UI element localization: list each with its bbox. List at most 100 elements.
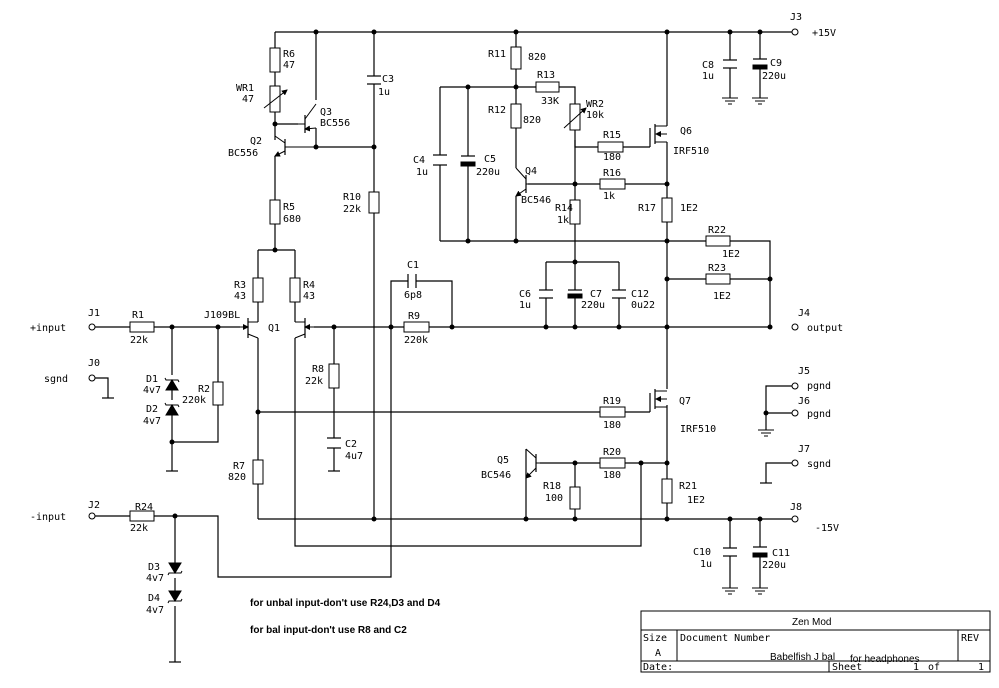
title-sheet-label: Sheet [832, 662, 862, 673]
val-r17: 1E2 [680, 203, 698, 214]
label-j6: J6 [798, 396, 810, 407]
label-sgnd0: sgnd [44, 374, 68, 385]
label-j2: J2 [88, 500, 100, 511]
val-wr1: 47 [242, 94, 254, 105]
ref-c2: C2 [345, 439, 357, 450]
val-r7: 820 [228, 472, 246, 483]
resistor-r24 [129, 510, 155, 522]
capacitor-c8 [723, 59, 737, 69]
title-size-value: A [655, 648, 661, 659]
capacitor-c10 [723, 547, 737, 557]
zener-d3 [167, 562, 183, 576]
val-c9: 220u [762, 71, 786, 82]
resistor-r10 [368, 191, 380, 214]
val-c6: 1u [519, 300, 531, 311]
transistor-q4 [515, 167, 528, 197]
ref-r9: R9 [408, 311, 420, 322]
transistor-q2 [274, 135, 316, 157]
val-c5: 220u [476, 167, 500, 178]
grounds [102, 97, 774, 663]
title-size-label: Size [643, 633, 667, 644]
note-unbal: for unbal input-don't use R24,D3 and D4 [250, 598, 441, 609]
label-j7: J7 [798, 444, 810, 455]
label-j3: J3 [790, 12, 802, 23]
transistor-q5 [525, 448, 540, 479]
label-j5: J5 [798, 366, 810, 377]
transistors [240, 103, 667, 479]
ref-r19: R19 [603, 396, 621, 407]
ref-wr2: WR2 [586, 99, 604, 110]
title-sheet-num: 1 [913, 662, 919, 673]
ref-r7: R7 [233, 461, 245, 472]
ground-c11 [752, 587, 768, 595]
label-vneg: -15V [815, 523, 839, 534]
resistors [129, 46, 731, 522]
ground-c10 [722, 587, 738, 595]
val-r19: 180 [603, 420, 621, 431]
ref-r18: R18 [543, 481, 561, 492]
label-pgnd6: pgnd [807, 409, 831, 420]
title-company: Zen Mod [792, 617, 831, 628]
capacitor-c7 [567, 289, 583, 299]
val-r6: 47 [283, 60, 295, 71]
ref-c1: C1 [407, 260, 419, 271]
val-q4: BC546 [521, 195, 551, 206]
resistor-r22 [705, 235, 731, 247]
capacitor-c4 [433, 154, 447, 166]
ref-r2: R2 [198, 384, 210, 395]
val-c4: 1u [416, 167, 428, 178]
capacitor-c3 [367, 75, 381, 85]
val-q7: IRF510 [680, 424, 716, 435]
val-r8: 22k [305, 376, 323, 387]
ref-r13: R13 [537, 70, 555, 81]
resistor-r13 [535, 81, 560, 93]
val-c11: 220u [762, 560, 786, 571]
label-pgnd5: pgnd [807, 381, 831, 392]
resistor-r6 [269, 47, 281, 73]
ref-r14: R14 [555, 203, 573, 214]
label-j1: J1 [88, 308, 100, 319]
ref-q4: Q4 [525, 166, 537, 177]
transistor-q3 [298, 103, 317, 133]
resistor-r20 [599, 457, 626, 469]
ref-r17: R17 [638, 203, 656, 214]
title-doc-title: Babelfish J bal [770, 652, 835, 663]
title-rev-label: REV [961, 633, 979, 644]
resistor-r5 [269, 199, 281, 225]
resistor-r2 [212, 381, 224, 406]
val-r15: 180 [603, 152, 621, 163]
title-doc-subtitle: for headphones [850, 654, 920, 665]
title-date-label: Date: [643, 662, 673, 673]
val-r9: 220k [404, 335, 428, 346]
title-sheet-total: 1 [978, 662, 984, 673]
junctions [169, 29, 773, 522]
ref-c10: C10 [693, 547, 711, 558]
transistor-q1 [240, 318, 314, 339]
val-d2: 4v7 [143, 416, 161, 427]
pin-j7 [791, 459, 799, 467]
val-c2: 4u7 [345, 451, 363, 462]
val-r14: 1k [557, 215, 569, 226]
transistor-q7 [649, 389, 667, 412]
pin-j6 [791, 409, 799, 417]
val-c7: 220u [581, 300, 605, 311]
val-r20: 180 [603, 470, 621, 481]
val-c8: 1u [702, 71, 714, 82]
resistor-r9 [403, 321, 430, 333]
ref-c9: C9 [770, 58, 782, 69]
ref-r10: R10 [343, 192, 361, 203]
pin-j2 [88, 512, 96, 520]
resistor-r16 [599, 178, 626, 190]
val-r1: 22k [130, 335, 148, 346]
resistor-r3 [252, 277, 264, 303]
ref-d3: D3 [148, 562, 160, 573]
resistor-r19 [599, 406, 626, 418]
val-r2: 220k [182, 395, 206, 406]
ref-c12: C12 [631, 289, 649, 300]
ref-d1: D1 [146, 374, 158, 385]
capacitor-c2 [327, 437, 341, 449]
title-sheet-of: of [928, 662, 940, 673]
ref-c6: C6 [519, 289, 531, 300]
ref-q7: Q7 [679, 396, 691, 407]
